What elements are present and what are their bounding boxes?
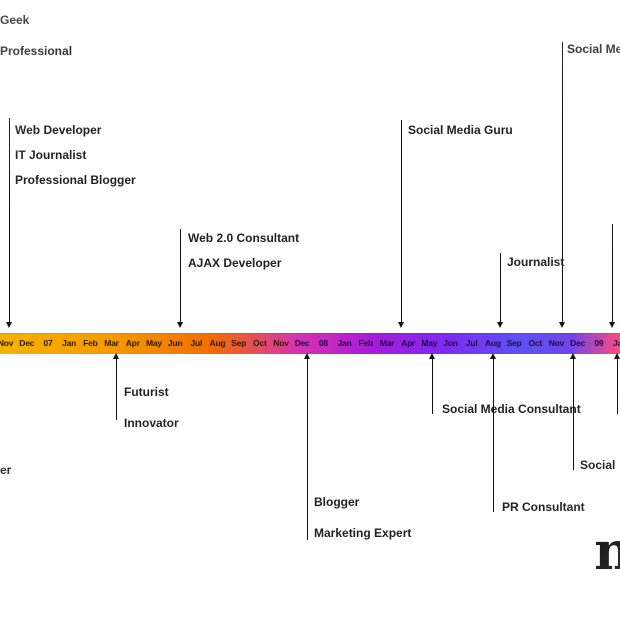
blogger-labels: Blogger Marketing Expert [314,495,412,541]
timeline-month: Jan [62,338,77,348]
timeline-month: 07 [43,338,53,348]
timeline-month: Sep [506,338,522,348]
timeline-month: Jun [167,338,183,348]
right-edge-top-connector [609,224,615,328]
web20-connector [177,229,183,328]
timeline-month: Feb [83,338,98,348]
timeline-month: Sep [231,338,247,348]
marketing-expert-label: Marketing Expert [314,526,412,541]
ajax-developer-label: AJAX Developer [188,256,282,271]
timeline-month: Dec [294,338,310,348]
web-developer-label: Web Developer [15,123,102,137]
journalist-group: Journalist [507,255,565,269]
timeline-month: Jan [337,338,352,348]
pr-consultant-label: PR Consultant [502,500,585,514]
social-right-lower-label: Social [580,458,616,472]
social-media-guru-group: Social Media Guru [408,123,513,137]
social-media-consultant-group: Social Media Consultant [442,402,581,416]
it-journalist-label: IT Journalist [15,148,87,163]
social-right-lower-group: Social [580,458,616,472]
professional-blogger-label: Professional Blogger [15,173,136,188]
journalist-connector [497,253,503,328]
web20-consultant-label: Web 2.0 Consultant [188,231,300,245]
web-developer-connector [6,118,12,328]
timeline-month: Jul [190,338,203,348]
pr-consultant-connector [490,353,496,512]
timeline-month: Jun [443,338,458,348]
right-edge-bottom-connector [614,353,620,414]
timeline-month: Aug [484,338,501,348]
web-developer-labels: Web Developer IT Journalist Professional… [15,123,136,188]
top-left-labels: Geek Professional [0,13,73,59]
social-media-guru-label: Social Media Guru [408,123,513,137]
geek-label: Geek [0,13,30,27]
social-me-label: Social Me [567,42,620,56]
futurist-connector [113,353,119,420]
timeline-month: 08 [318,338,328,348]
timeline-month: Apr [401,338,416,348]
logo-glyph: n [594,521,620,582]
timeline-month: Jan [613,338,620,348]
timeline-bar: Nov Dec 07 Jan Feb Mar Apr May Jun Jul Aug Sep Oct No… [0,333,620,354]
timeline-month: Nov [273,338,289,348]
innovator-label: Innovator [124,416,179,431]
timeline-month: Jul [465,338,478,348]
timeline-month: Dec [19,338,35,348]
timeline-month: Nov [0,338,14,348]
social-media-guru-connector [398,120,404,328]
timeline-month: Oct [253,338,267,348]
pr-consultant-group: PR Consultant [502,500,585,514]
futurist-label: Futurist [124,385,169,399]
timeline-month: Nov [548,338,565,348]
timeline-month: Mar [104,338,119,348]
social-media-consultant-label: Social Media Consultant [442,402,581,416]
social-me-group: Social Me [567,42,620,56]
professional-label: Professional [0,44,73,59]
timeline-month: May [421,338,438,348]
timeline-month: May [145,338,162,348]
left-partial-group: er [0,463,12,477]
futurist-labels: Futurist Innovator [124,385,179,431]
timeline-month: Aug [209,338,226,348]
timeline-month: 09 [594,338,604,348]
web20-labels: Web 2.0 Consultant AJAX Developer [188,231,300,271]
social-right-lower-connector [570,353,576,470]
timeline-month: Feb [358,338,374,348]
blogger-label: Blogger [314,495,360,509]
journalist-label: Journalist [507,255,565,269]
timeline-month-track: Nov Dec 07 Jan Feb Mar Apr May Jun Jul Aug Sep Oct No… [0,333,620,354]
timeline-month: Oct [528,338,543,348]
timeline-month: Mar [379,338,395,348]
blogger-connector [304,353,310,540]
social-media-consultant-connector [429,353,435,414]
timeline-month: Dec [570,338,586,348]
social-me-connector [559,42,565,328]
left-partial-label: er [0,463,12,477]
timeline-month: Apr [125,338,140,348]
